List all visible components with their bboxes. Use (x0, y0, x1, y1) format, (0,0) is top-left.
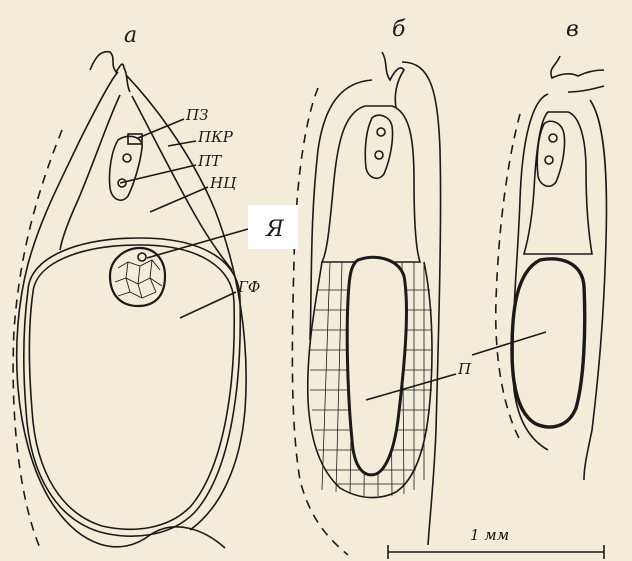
panel-b-micropyle (382, 52, 404, 108)
panel-label-a: a (124, 23, 137, 48)
panel-b-outer-wall-right (402, 62, 441, 545)
label-p: П (457, 360, 472, 378)
panel-b-central-cavity (347, 257, 406, 474)
panel-b-drawing (292, 52, 456, 555)
panel-a-gametophyte-inner (29, 245, 234, 529)
panel-c-cavity (512, 259, 585, 427)
label-gf: ГФ (237, 278, 260, 296)
panel-a-nucleus-net (115, 260, 162, 298)
panel-c-micropyle (551, 56, 604, 92)
panel-a-egg-apparatus (109, 136, 142, 200)
panel-c-egg-apparatus (537, 121, 564, 186)
scale-bar-label: 1 мм (470, 526, 509, 544)
panel-c-outer-wall-right (584, 100, 606, 480)
panel-b-egg-apparatus (365, 115, 392, 178)
panel-a-nucleolus (138, 253, 146, 261)
scale-bar (388, 545, 604, 559)
panel-b-dashed-boundary (292, 88, 348, 555)
label-pz: ПЗ (185, 106, 208, 124)
panel-label-b: б (392, 17, 406, 42)
panel-b-inner-sac (322, 106, 420, 262)
label-ya: Я (265, 217, 285, 242)
label-pkr: ПКР (197, 128, 234, 146)
panel-label-c: в (566, 17, 579, 42)
panel-c-inner-sac (524, 112, 592, 254)
panel-a-nucleus-1 (123, 154, 131, 162)
panel-a-inner-sac (60, 95, 120, 250)
panel-a-micropyle (90, 52, 130, 92)
panel-c-drawing (472, 56, 606, 480)
label-pt: ПТ (197, 152, 222, 170)
panel-a-drawing (13, 52, 248, 548)
label-nc: НЦ (209, 174, 237, 192)
